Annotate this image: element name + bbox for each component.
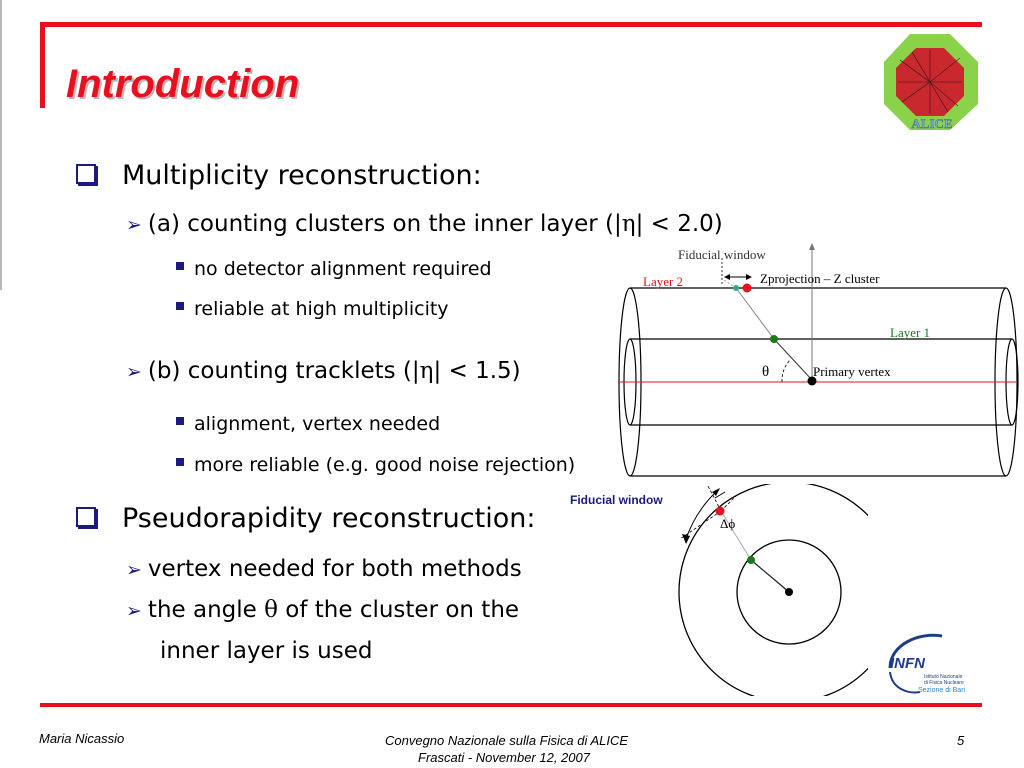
primary-vertex-point [807,376,817,386]
hollow-square-icon [76,506,96,527]
primary-vertex-label: Primary vertex [813,364,891,379]
bullet-text: Pseudorapidity reconstruction: [122,503,536,534]
bullet-counting-clusters: ➢(a) counting clusters on the inner laye… [126,211,723,237]
inner-cluster [747,556,755,564]
delta-phi-label: Δϕ [720,516,735,531]
bullet-no-alignment: no detector alignment required [176,258,492,280]
header-side-rule [40,22,45,108]
zprojection-label: Zprojection – Z cluster [760,271,880,286]
bullet-vertex-needed: ➢vertex needed for both methods [126,556,522,582]
header-rule [40,22,982,27]
bullet-angle-theta-cont: inner layer is used [160,638,373,664]
outer-cluster [715,506,725,516]
bullet-angle-theta: ➢the angle θ of the cluster on the [126,597,520,623]
footer-page-number: 5 [957,733,965,748]
vertex-point [785,588,793,596]
bullet-text: Multiplicity reconstruction: [122,160,482,191]
alice-logo-text: ALICE [911,116,952,131]
arrowhead-icon: ➢ [126,361,142,383]
side-view-diagram: Fiducial window Layer 2 Zprojection – Z … [618,243,1019,477]
layer1-label: Layer 1 [890,325,930,340]
svg-text:Sezione di Bari: Sezione di Bari [918,687,966,694]
alice-logo: ALICE [884,34,978,131]
filled-square-icon [176,302,184,310]
layer2-label: Layer 2 [643,274,683,289]
hollow-square-icon [76,163,96,184]
bullet-reliable-high: reliable at high multiplicity [176,298,449,320]
filled-square-icon [176,458,184,466]
bullet-counting-tracklets: ➢(b) counting tracklets (|η| < 1.5) [126,358,521,384]
footer-conference: Convegno Nazionale sulla Fisica di ALICE [385,733,629,748]
filled-square-icon [176,417,184,425]
footer-place-date: Frascati - November 12, 2007 [418,750,590,765]
layer1-cluster [770,335,778,343]
footer-author: Maria Nicassio [39,731,125,746]
layer2-cluster [742,283,752,293]
bullet-more-reliable: more reliable (e.g. good noise rejection… [176,454,575,476]
bullet-alignment-vertex: alignment, vertex needed [176,413,440,435]
arrowhead-icon: ➢ [126,600,142,622]
arrowhead-icon: ➢ [126,559,142,581]
projection-point [733,285,739,291]
slide-title: Introduction [66,62,300,106]
fiducial-window-label: Fiducial window [570,493,663,507]
slide-edge-line [0,0,2,290]
bullet-multiplicity: Multiplicity reconstruction: [76,160,482,191]
filled-square-icon [176,262,184,270]
svg-text:di Fisica Nucleare: di Fisica Nucleare [924,680,964,686]
svg-text:Istituto Nazionale: Istituto Nazionale [924,674,963,680]
fiducial-window-label: Fiducial window [678,247,766,262]
arrowhead-icon: ➢ [126,214,142,236]
front-view-diagram: Fiducial window Δϕ [570,484,868,696]
infn-logo: INFN Istituto Nazionale di Fisica Nuclea… [888,633,966,694]
bullet-pseudorapidity: Pseudorapidity reconstruction: [76,503,535,534]
infn-logo-text: INFN [890,655,926,672]
theta-label: θ [762,364,769,380]
footer-rule [40,703,982,707]
